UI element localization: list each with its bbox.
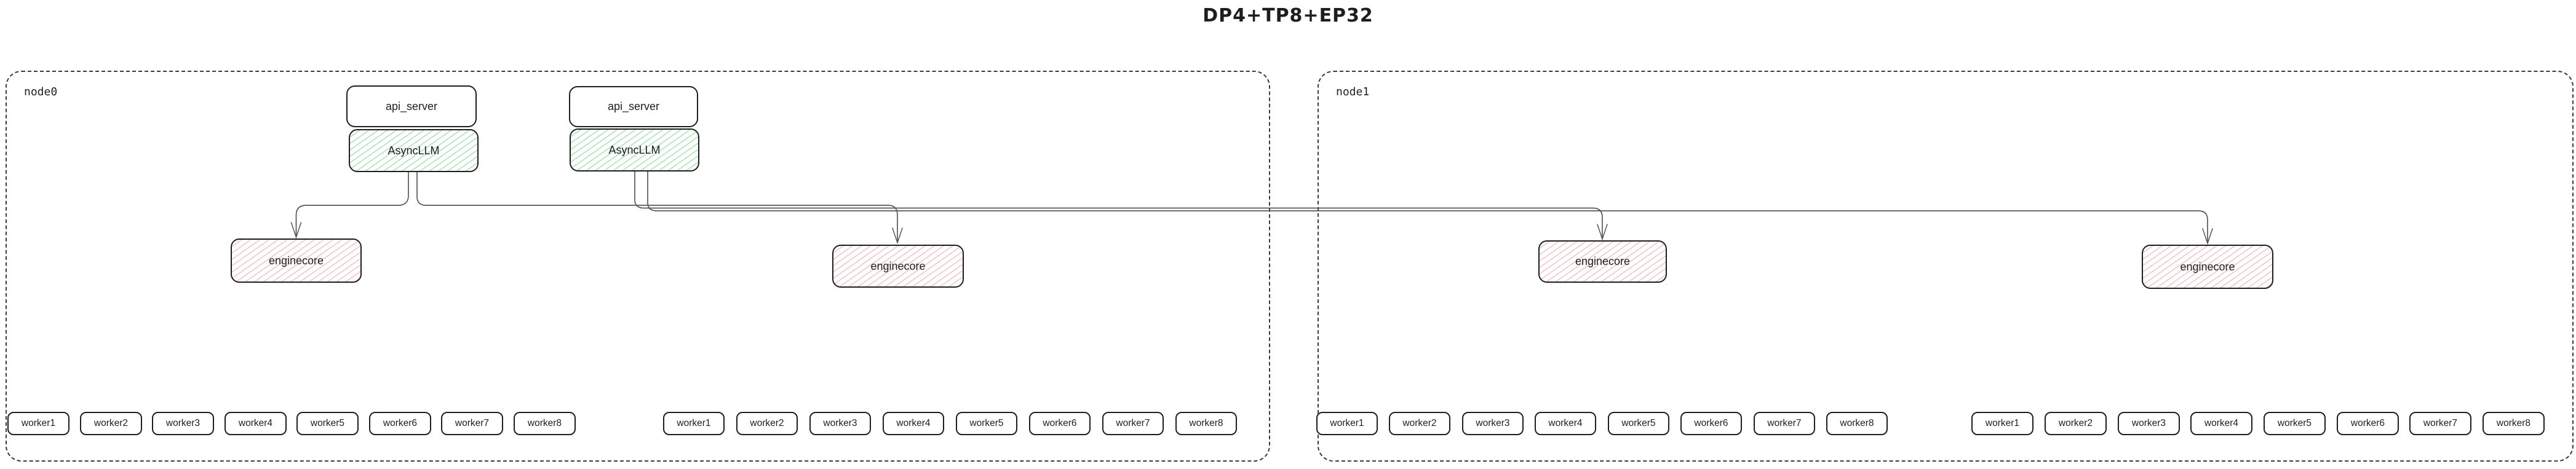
node1-label: node1 (1336, 85, 1370, 98)
edge-asyncllm1-to-enginecore2 (416, 171, 903, 245)
worker-box: worker1 (1316, 412, 1378, 435)
worker-box: worker5 (956, 412, 1017, 435)
worker-box: worker1 (7, 412, 70, 435)
enginecore-box: enginecore (832, 245, 964, 288)
node0-container: node0 (6, 71, 1270, 462)
node1-container: node1 (1318, 71, 2574, 462)
enginecore-box: enginecore (231, 238, 362, 283)
worker-box: worker8 (2483, 412, 2545, 435)
enginecore-box: enginecore (2142, 245, 2273, 289)
worker-box: worker5 (1608, 412, 1669, 435)
worker-box: worker2 (2045, 412, 2107, 435)
worker-box: worker4 (883, 412, 944, 435)
diagram-title: DP4+TP8+EP32 (1203, 5, 1373, 26)
worker-box: worker6 (2337, 412, 2399, 435)
asyncllm-box: AsyncLLM (570, 128, 699, 171)
worker-box: worker4 (1535, 412, 1596, 435)
worker-box: worker3 (1462, 412, 1524, 435)
worker-box: worker7 (1754, 412, 1815, 435)
worker-box: worker7 (2409, 412, 2471, 435)
worker-box: worker3 (152, 412, 214, 435)
asyncllm-box: AsyncLLM (349, 129, 479, 172)
worker-box: worker5 (296, 412, 359, 435)
api-server-box: api_server (569, 86, 698, 127)
worker-box: worker7 (1102, 412, 1164, 435)
worker-box: worker8 (1826, 412, 1888, 435)
worker-box: worker4 (2190, 412, 2252, 435)
worker-box: worker8 (514, 412, 576, 435)
worker-box: worker6 (1029, 412, 1091, 435)
worker-box: worker2 (736, 412, 798, 435)
edge-asyncllm1-to-enginecore1 (290, 171, 409, 239)
edge-asyncllm2-to-enginecore4 (647, 171, 2213, 245)
worker-box: worker1 (1971, 412, 2033, 435)
node0-label: node0 (24, 85, 58, 98)
edge-asyncllm2-to-enginecore3 (634, 171, 1608, 241)
enginecore-box: enginecore (1538, 240, 1667, 283)
worker-box: worker6 (1680, 412, 1742, 435)
worker-box: worker2 (80, 412, 142, 435)
worker-box: worker7 (441, 412, 503, 435)
worker-box: worker8 (1175, 412, 1237, 435)
worker-box: worker3 (809, 412, 871, 435)
worker-box: worker4 (225, 412, 287, 435)
worker-box: worker1 (663, 412, 725, 435)
worker-box: worker2 (1389, 412, 1450, 435)
worker-box: worker5 (2264, 412, 2326, 435)
api-server-box: api_server (346, 85, 477, 127)
worker-box: worker6 (369, 412, 431, 435)
worker-box: worker3 (2118, 412, 2180, 435)
